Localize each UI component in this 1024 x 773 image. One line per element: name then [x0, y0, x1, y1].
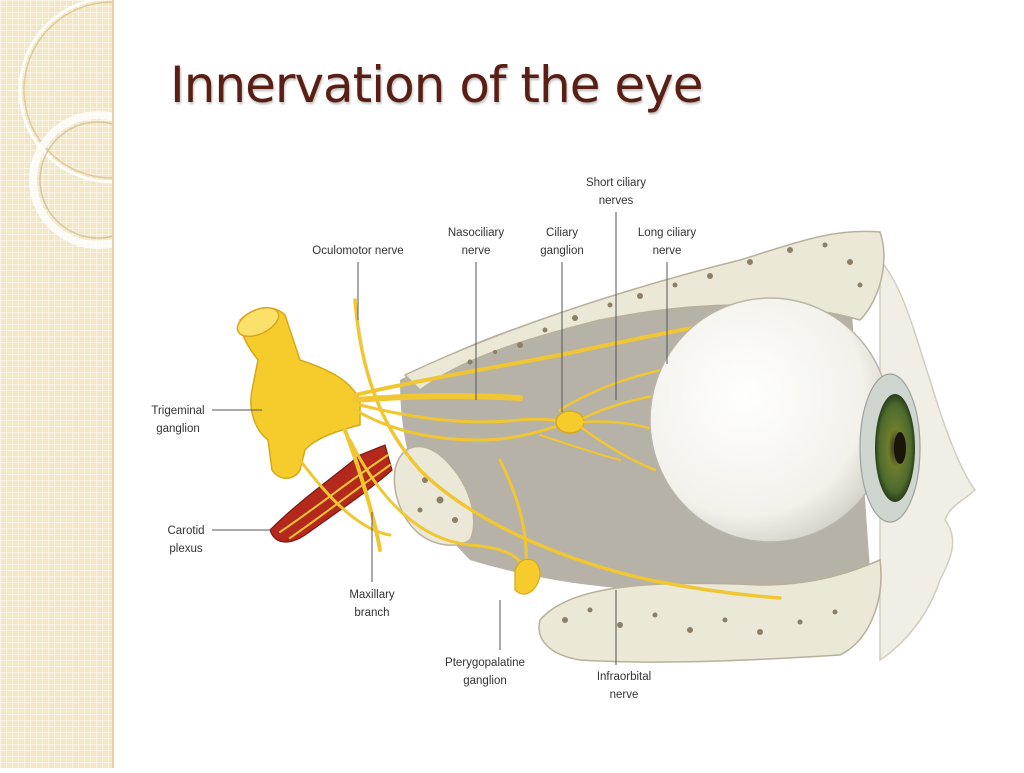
label-trigeminal-line2: ganglion: [156, 423, 199, 435]
decorative-side-strip: [0, 0, 206, 768]
eyeball: [649, 297, 891, 543]
label-short-ciliary-line2: nerves: [599, 195, 634, 207]
diagram-labels: Short ciliary nerves Nasociliary nerve C…: [151, 177, 696, 701]
label-short-ciliary-line1: Short ciliary: [586, 177, 646, 189]
label-long-ciliary-line1: Long ciliary: [638, 227, 696, 239]
label-infraorbital-line1: Infraorbital: [597, 671, 651, 683]
label-trigeminal-line1: Trigeminal: [151, 405, 204, 417]
pupil: [894, 432, 906, 464]
label-long-ciliary-line2: nerve: [653, 245, 682, 257]
label-ciliary-ganglion-line2: ganglion: [540, 245, 583, 257]
orbital-roof-pores: [467, 242, 863, 365]
label-carotid-line2: plexus: [169, 543, 202, 555]
orbital-roof-bone: [403, 230, 885, 391]
label-infraorbital-line2: nerve: [610, 689, 639, 701]
label-pterygopalatine-line1: Pterygopalatine: [445, 657, 525, 669]
slide-title: Innervation of the eye: [170, 56, 703, 114]
label-pterygopalatine-line2: ganglion: [463, 675, 506, 687]
leader-lines: [212, 212, 668, 665]
nerve-bundle: [298, 298, 792, 600]
label-ciliary-ganglion-line1: Ciliary: [546, 227, 578, 239]
trigeminal-ganglion: [239, 307, 361, 479]
label-oculomotor-nerve: Oculomotor nerve: [312, 245, 403, 257]
label-maxillary-line2: branch: [354, 607, 389, 619]
orbital-floor-pores: [562, 607, 838, 635]
label-maxillary-line1: Maxillary: [349, 589, 395, 601]
trigeminal-root-end: [236, 306, 280, 338]
label-carotid-line1: Carotid: [167, 525, 204, 537]
label-nasociliary-line2: nerve: [462, 245, 491, 257]
label-nasociliary-line1: Nasociliary: [448, 227, 504, 239]
